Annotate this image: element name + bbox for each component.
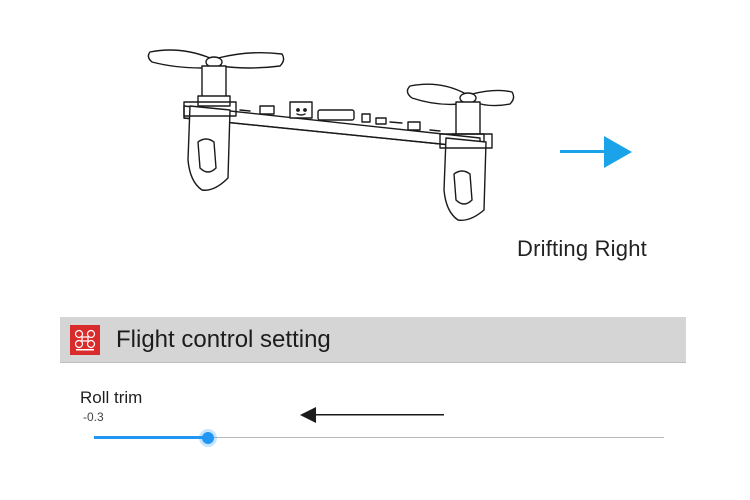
drone-icon	[147, 49, 515, 221]
drift-status-label: Drifting Right	[517, 236, 647, 261]
arrow-left-icon	[300, 407, 444, 423]
settings-header-bar: Flight control setting	[60, 317, 686, 363]
slider-fill	[94, 436, 208, 439]
app-logo-icon	[70, 325, 100, 355]
arrow-right-icon	[560, 136, 632, 168]
roll-trim-slider[interactable]	[94, 428, 664, 448]
roll-trim-label: Roll trim	[80, 388, 143, 407]
roll-trim-value: -0.3	[83, 410, 104, 424]
settings-title: Flight control setting	[116, 326, 331, 353]
slider-thumb[interactable]	[202, 432, 214, 444]
slider-track	[94, 437, 664, 438]
